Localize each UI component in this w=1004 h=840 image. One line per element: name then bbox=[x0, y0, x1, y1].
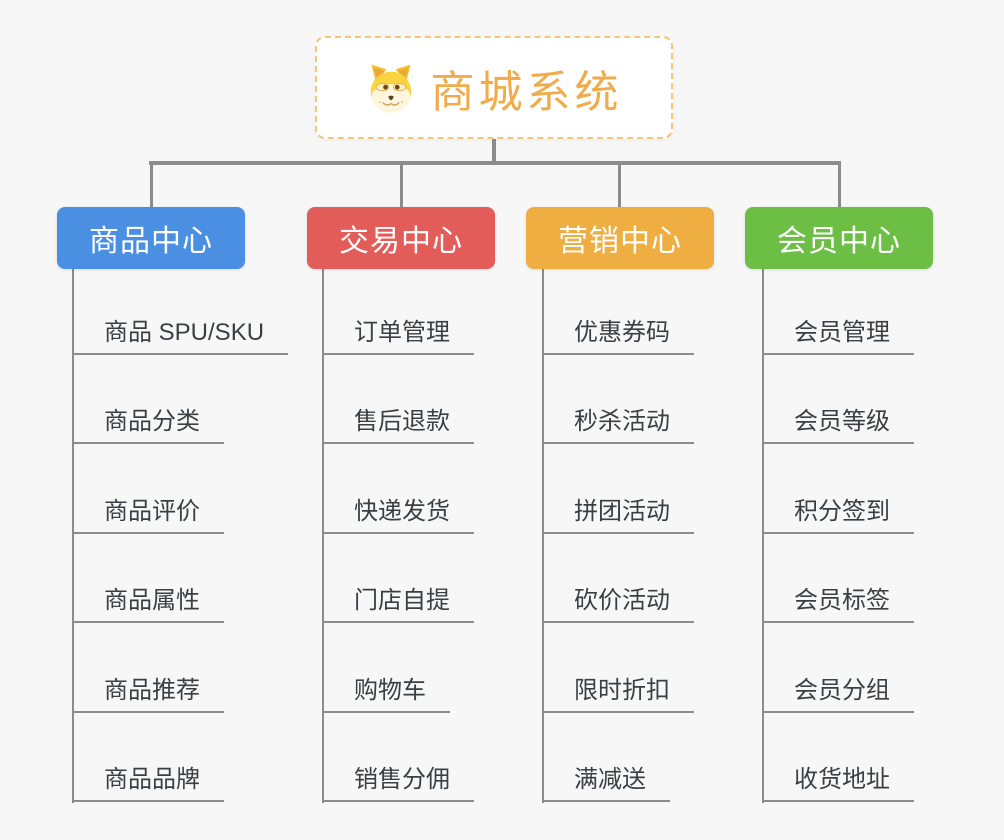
topic-item[interactable]: 秒杀活动 bbox=[542, 408, 694, 444]
topic-item[interactable]: 商品评价 bbox=[72, 498, 224, 534]
topic-item[interactable]: 限时折扣 bbox=[542, 677, 694, 713]
connector-trunk-members bbox=[762, 269, 764, 803]
topic-item[interactable]: 砍价活动 bbox=[542, 587, 694, 623]
topic-item[interactable]: 优惠券码 bbox=[542, 319, 694, 355]
connector-drop-trade bbox=[400, 163, 403, 207]
connector-trunk-products bbox=[72, 269, 74, 803]
connector-drop-marketing bbox=[618, 163, 621, 207]
doge-face-icon bbox=[370, 64, 411, 112]
topic-item[interactable]: 商品分类 bbox=[72, 408, 224, 444]
topic-item[interactable]: 购物车 bbox=[322, 677, 450, 713]
connector-drop-products bbox=[150, 163, 153, 207]
connector-trunk-trade bbox=[322, 269, 324, 803]
topic-item[interactable]: 会员等级 bbox=[762, 408, 914, 444]
topic-item[interactable]: 收货地址 bbox=[762, 766, 914, 802]
topic-item[interactable]: 商品 SPU/SKU bbox=[72, 319, 289, 355]
topic-item[interactable]: 销售分佣 bbox=[322, 766, 474, 802]
root-topic-label: 商城系统 bbox=[430, 67, 623, 117]
topic-item[interactable]: 会员分组 bbox=[762, 677, 914, 713]
connector-trunk-marketing bbox=[542, 269, 544, 803]
topic-item[interactable]: 快递发货 bbox=[322, 498, 474, 534]
branch-marketing[interactable]: 营销中心 bbox=[526, 207, 714, 269]
topic-item[interactable]: 商品属性 bbox=[72, 587, 224, 623]
topic-item[interactable]: 售后退款 bbox=[322, 408, 474, 444]
topic-item[interactable]: 商品推荐 bbox=[72, 677, 224, 713]
branch-products[interactable]: 商品中心 bbox=[57, 207, 245, 269]
topic-item[interactable]: 会员标签 bbox=[762, 587, 914, 623]
topic-item[interactable]: 订单管理 bbox=[322, 319, 474, 355]
topic-item[interactable]: 会员管理 bbox=[762, 319, 914, 355]
connector-spine bbox=[149, 161, 841, 165]
branch-members[interactable]: 会员中心 bbox=[745, 207, 933, 269]
topic-item[interactable]: 积分签到 bbox=[762, 498, 914, 534]
branch-trade[interactable]: 交易中心 bbox=[307, 207, 495, 269]
topic-item[interactable]: 商品品牌 bbox=[72, 766, 224, 802]
topic-item[interactable]: 满减送 bbox=[542, 766, 670, 802]
connector-root-stem bbox=[492, 139, 496, 165]
root-topic[interactable]: 商城系统 bbox=[315, 36, 673, 139]
topic-item[interactable]: 拼团活动 bbox=[542, 498, 694, 534]
connector-drop-members bbox=[838, 163, 841, 207]
topic-item[interactable]: 门店自提 bbox=[322, 587, 474, 623]
